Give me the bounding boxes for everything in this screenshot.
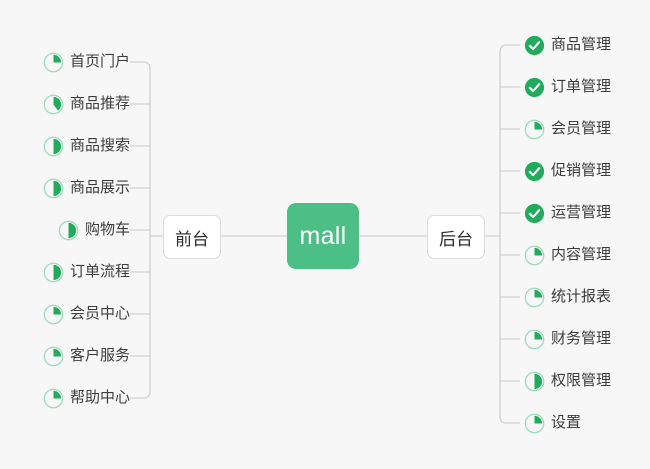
leaf-node-label: 商品推荐 [69,95,130,112]
progress-pie-icon [43,262,64,283]
leaf-node-label: 首页门户 [69,53,130,70]
leaf-node-label: 客户服务 [69,347,130,364]
progress-pie-icon [43,346,64,367]
leaf-node-label: 权限管理 [551,372,612,389]
branch-node-backend[interactable]: 后台 [427,215,485,259]
progress-pie-icon [43,52,64,73]
leaf-node-label: 购物车 [84,221,130,238]
progress-pie-icon [43,304,64,325]
leaf-node-label: 订单流程 [69,263,130,280]
leaf-node-backend-3[interactable]: 促销管理 [524,158,611,184]
leaf-node-frontend-2[interactable]: 商品搜索 [43,133,130,159]
check-circle-icon [524,203,545,224]
leaf-node-label: 财务管理 [551,330,612,347]
leaf-node-frontend-3[interactable]: 商品展示 [43,175,130,201]
leaf-node-backend-5[interactable]: 内容管理 [524,242,611,268]
progress-pie-icon [43,136,64,157]
branch-node-frontend-label: 前台 [175,229,209,249]
leaf-node-frontend-1[interactable]: 商品推荐 [43,91,130,117]
progress-pie-icon [524,371,545,392]
leaf-node-backend-6[interactable]: 统计报表 [524,284,611,310]
progress-pie-icon [524,245,545,266]
leaf-node-label: 内容管理 [551,246,612,263]
progress-pie-icon [524,287,545,308]
progress-pie-icon [524,413,545,434]
leaf-node-backend-8[interactable]: 权限管理 [524,368,611,394]
leaf-node-label: 商品展示 [69,179,130,196]
progress-pie-icon [43,94,64,115]
leaf-node-label: 订单管理 [551,78,612,95]
progress-pie-icon [43,178,64,199]
leaf-node-label: 商品搜索 [69,137,130,154]
leaf-node-label: 会员管理 [551,120,612,137]
leaf-node-backend-1[interactable]: 订单管理 [524,74,611,100]
check-circle-icon [524,35,545,56]
leaf-node-label: 运营管理 [551,204,612,221]
leaf-node-frontend-7[interactable]: 客户服务 [43,343,130,369]
leaf-node-label: 帮助中心 [69,389,130,406]
leaf-node-label: 商品管理 [551,36,612,53]
leaf-node-backend-2[interactable]: 会员管理 [524,116,611,142]
check-circle-icon [524,77,545,98]
leaf-node-label: 设置 [551,414,582,431]
leaf-node-backend-9[interactable]: 设置 [524,410,581,436]
progress-pie-icon [43,388,64,409]
leaf-node-frontend-5[interactable]: 订单流程 [43,259,130,285]
check-circle-icon [524,161,545,182]
leaf-node-backend-4[interactable]: 运营管理 [524,200,611,226]
root-node-mall[interactable]: mall [287,203,359,269]
leaf-node-frontend-8[interactable]: 帮助中心 [43,385,130,411]
branch-node-frontend[interactable]: 前台 [163,215,221,259]
leaf-node-backend-7[interactable]: 财务管理 [524,326,611,352]
progress-pie-icon [58,220,79,241]
leaf-node-label: 会员中心 [69,305,130,322]
leaf-node-frontend-6[interactable]: 会员中心 [43,301,130,327]
leaf-node-frontend-4[interactable]: 购物车 [58,217,130,243]
leaf-node-label: 统计报表 [551,288,612,305]
progress-pie-icon [524,119,545,140]
root-node-label: mall [299,221,347,250]
leaf-node-label: 促销管理 [551,162,612,179]
leaf-node-backend-0[interactable]: 商品管理 [524,32,611,58]
progress-pie-icon [524,329,545,350]
branch-node-backend-label: 后台 [439,229,473,249]
leaf-node-frontend-0[interactable]: 首页门户 [43,49,130,75]
